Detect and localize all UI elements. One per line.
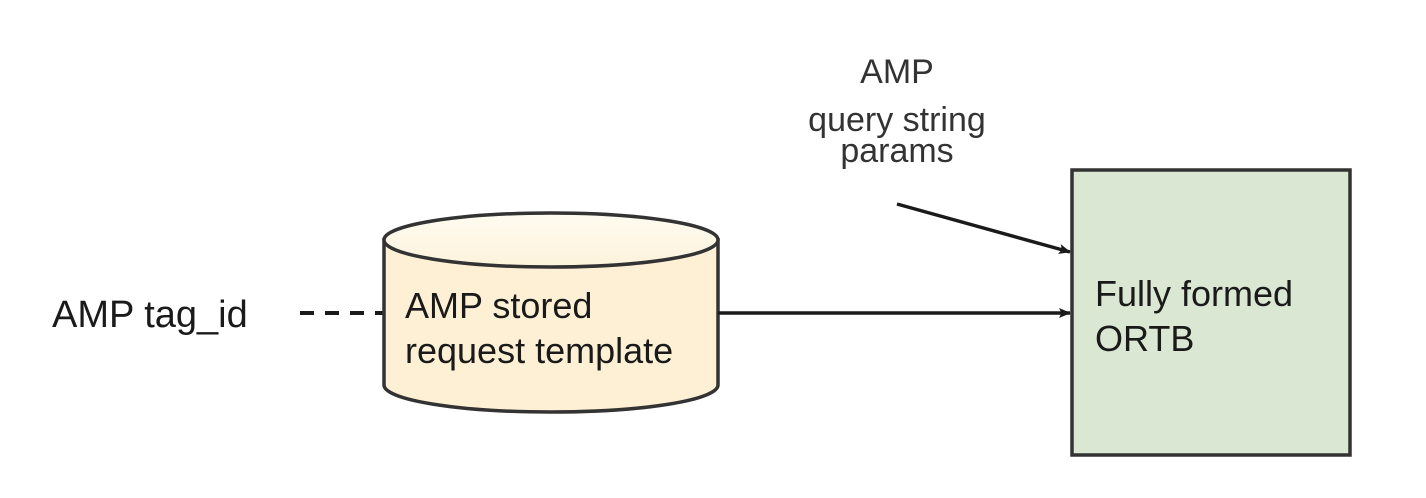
params-label-line1: AMP: [860, 53, 934, 91]
params-label: AMP query string params: [808, 53, 986, 170]
datastore-label-line2: request template: [405, 330, 673, 371]
node-datastore-cylinder[interactable]: AMP stored request template: [382, 211, 720, 414]
params-label-line2: query string: [808, 101, 986, 139]
output-box-label-line1: Fully formed: [1095, 273, 1293, 314]
diagonal-connector-line: [896, 202, 1071, 254]
output-box-rect: [1070, 168, 1352, 457]
output-box-label-line2: ORTB: [1095, 318, 1194, 359]
node-output-box[interactable]: Fully formed ORTB: [1070, 168, 1352, 457]
input-label-text: AMP tag_id: [52, 294, 248, 336]
datastore-label-line1: AMP stored: [405, 285, 592, 326]
params-label-line3: params: [840, 132, 953, 170]
edge-params-to-output: [896, 202, 1071, 254]
cylinder-top-ellipse: [382, 211, 720, 269]
cylinder-body: [382, 238, 720, 414]
